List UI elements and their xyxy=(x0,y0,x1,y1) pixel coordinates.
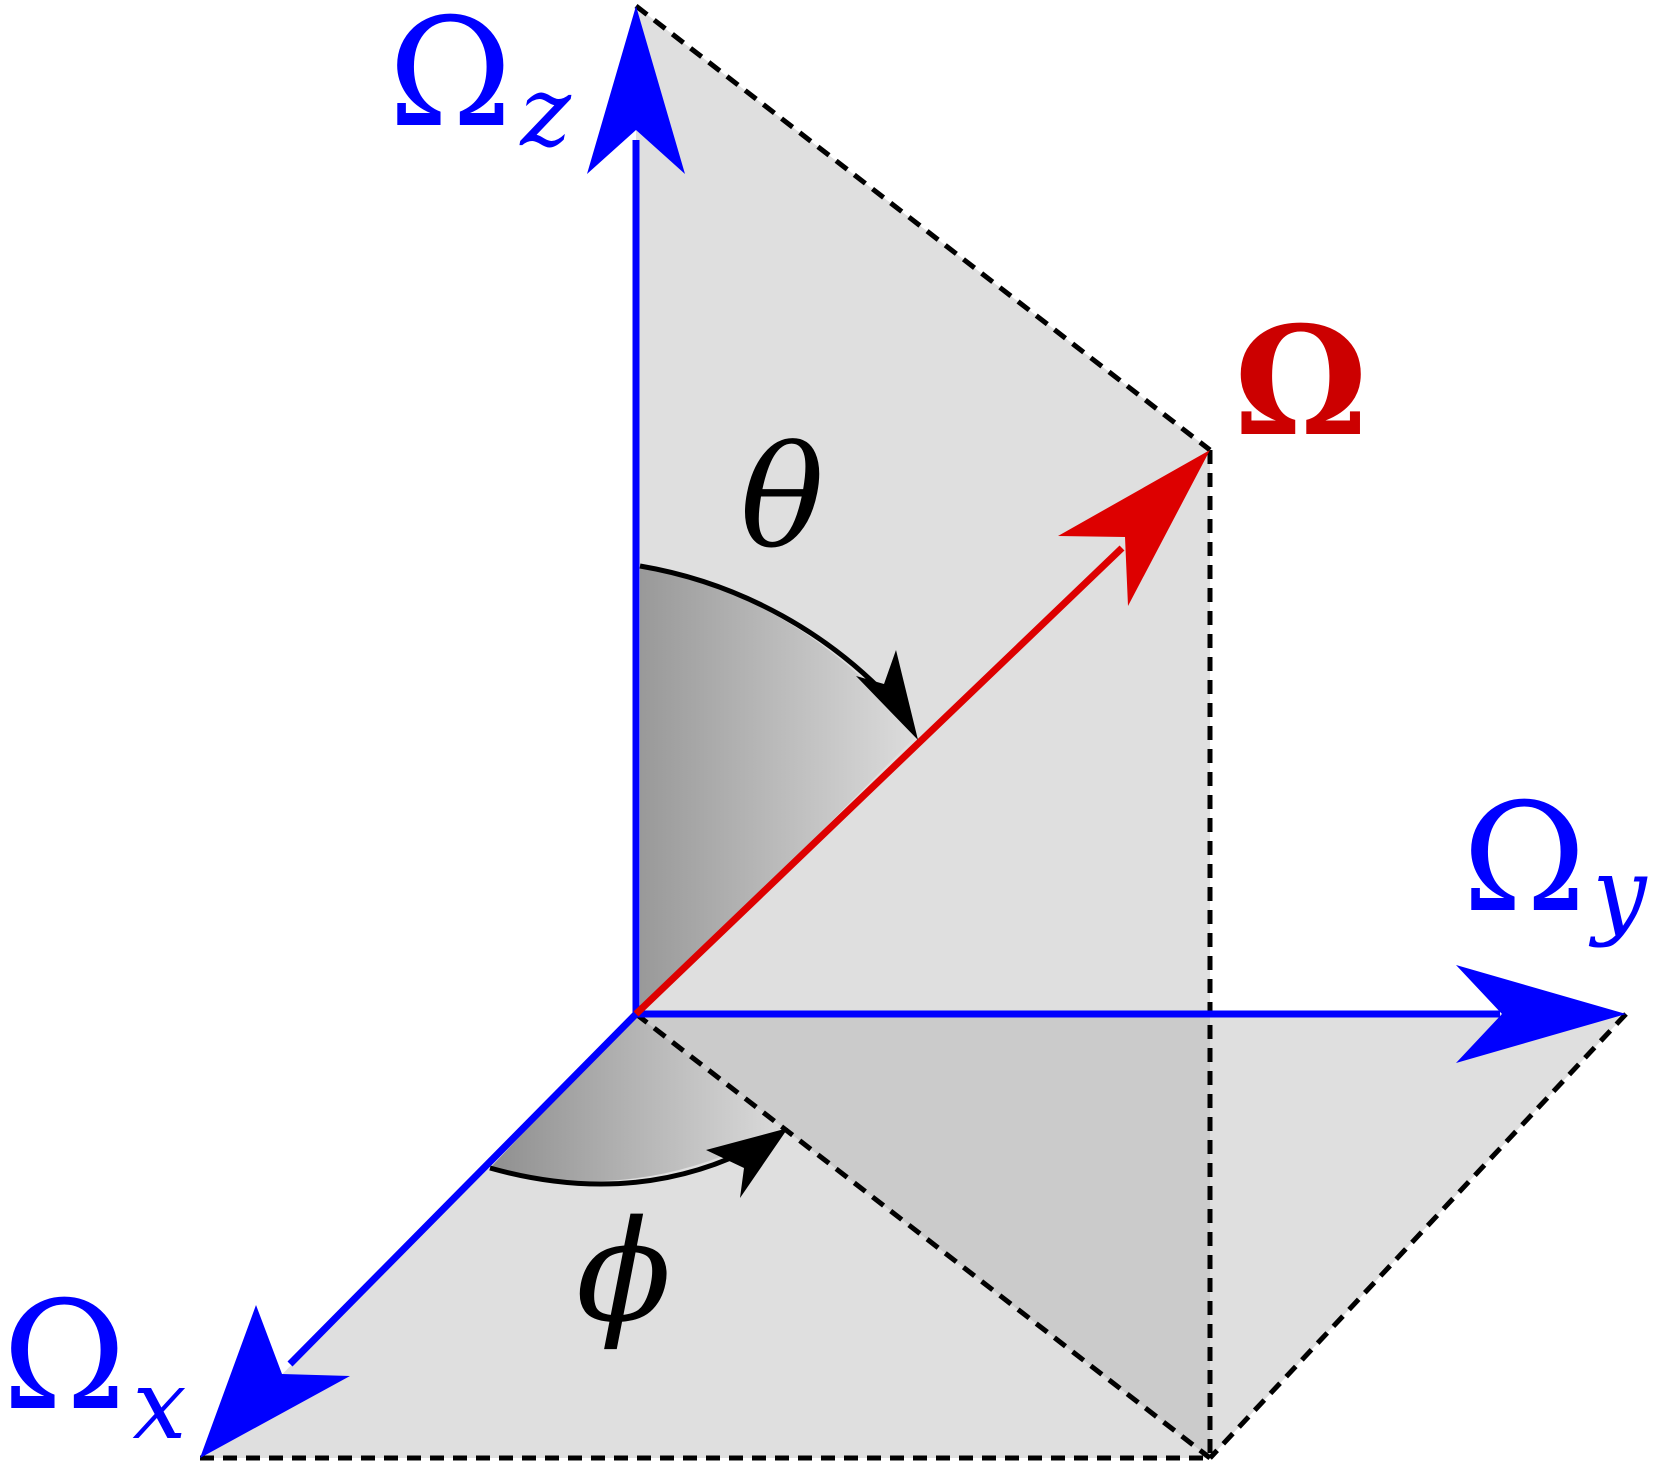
phi-arc xyxy=(489,1128,788,1198)
z-axis xyxy=(587,6,685,1014)
x-axis xyxy=(200,1011,639,1458)
label-omega-x-subscript: x xyxy=(132,1349,186,1461)
label-omega-x: Ωx xyxy=(2,1270,187,1461)
x-axis-line xyxy=(287,1011,639,1367)
arrow-up-right-icon xyxy=(1058,450,1210,606)
svg-text:Ωx: Ωx xyxy=(2,1270,187,1461)
label-phi: ϕ xyxy=(576,1191,671,1354)
label-omega-vector: Ω xyxy=(1234,294,1368,470)
label-omega-z-symbol: Ω xyxy=(388,0,512,161)
theta-arrowhead-icon xyxy=(856,650,918,740)
label-omega-z: Ωz xyxy=(388,0,572,168)
label-omega-x-symbol: Ω xyxy=(2,1270,126,1444)
label-omega-y: Ωy xyxy=(1462,772,1648,949)
dashed-edge-projection xyxy=(634,1012,1212,1460)
dashed-edge-right xyxy=(1208,1012,1628,1460)
theta-arc xyxy=(639,563,918,740)
omega-vector xyxy=(633,450,1210,1017)
dashed-edges xyxy=(200,4,1628,1461)
omega-vector-line xyxy=(633,545,1125,1017)
arrow-right-icon xyxy=(1456,965,1626,1063)
label-omega-z-subscript: z xyxy=(519,56,572,168)
phi-arrowhead-icon xyxy=(706,1128,788,1198)
label-omega-y-subscript: y xyxy=(1588,837,1648,949)
dashed-edge-top xyxy=(634,4,1212,452)
svg-text:Ωz: Ωz xyxy=(388,0,572,168)
theta-wedge xyxy=(640,566,915,1014)
label-theta: θ xyxy=(740,417,824,580)
arrow-up-icon xyxy=(587,6,685,174)
arrow-down-left-icon xyxy=(200,1305,350,1458)
label-omega-y-symbol: Ω xyxy=(1462,772,1586,946)
y-axis xyxy=(636,965,1626,1063)
plane-shadow xyxy=(636,1014,1210,1458)
phi-wedge xyxy=(490,1014,782,1182)
svg-text:Ωy: Ωy xyxy=(1462,772,1648,949)
